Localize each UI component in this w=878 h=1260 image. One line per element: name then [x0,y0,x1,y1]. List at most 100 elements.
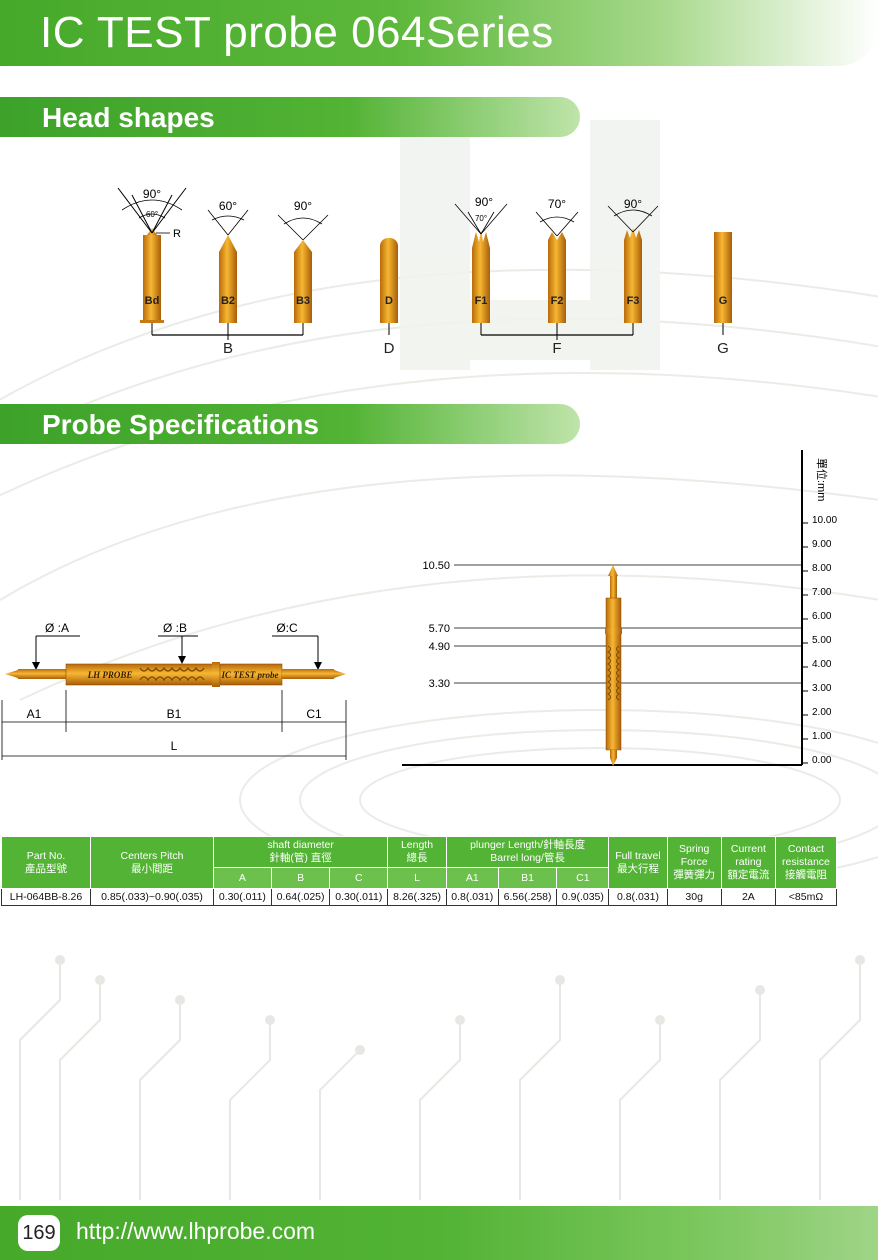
th-length-zh: 總長 [406,852,428,864]
head-code-d: D [385,295,393,307]
head-code-f3: F3 [627,295,640,307]
page-title: IC TEST probe 064Series [40,8,554,57]
th-pitch: Centers Pitch 最小間距 [90,836,214,889]
cell-c1: 0.9(.035) [556,888,610,906]
th-plunger-zh: Barrel long/管長 [490,852,565,864]
th-shaft: shaft diameter 針軸(管) 直徑 [212,836,389,868]
head-f1: 90° 70° F1 [454,195,508,335]
cell-length: 8.26(.325) [387,888,447,906]
group-label-d: D [384,340,395,357]
th-sub-b: B [270,867,331,889]
th-sub-l: L [387,867,447,889]
section-title-head-shapes: Head shapes [42,102,215,133]
dia-label-c: Ø:C [276,621,298,635]
th-spring-en1: Spring [679,843,710,855]
tick-4: 4.00 [812,659,832,670]
bd-angle-60: 60° [146,210,158,219]
head-f2: 70° F2 [535,197,579,335]
tick-7: 7.00 [812,587,832,598]
th-sub-a: A [213,867,272,889]
len-label-a1: A1 [27,707,42,721]
th-current-en2: rating [735,856,762,868]
head-code-b3: B3 [296,295,310,307]
tick-1: 1.00 [812,731,832,742]
th-travel-zh: 最大行程 [616,862,659,875]
th-length-en: Length [400,839,434,851]
section-bar-head-shapes: Head shapes [0,97,580,137]
cell-shaft-b: 0.64(.025) [270,888,331,906]
head-b3: 90° B3 [277,199,329,335]
footer-url-link[interactable]: http://www.lhprobe.com [76,1218,316,1244]
head-g: G [714,232,732,335]
th-current: Current rating 額定電流 [720,836,776,889]
section-title-probe-specs: Probe Specifications [42,409,319,440]
head-code-bd: Bd [145,295,160,307]
th-contact-en1: Contact [787,843,825,855]
tick-9: 9.00 [812,539,832,550]
th-spring-zh: 彈簧彈力 [673,869,716,881]
barrel-text-lh: LH PROBE [87,670,133,680]
bd-radius-label: R [173,228,181,240]
th-spring: Spring Force 彈簧彈力 [666,836,722,889]
mark-10-50: 10.50 [422,560,450,572]
head-b2: 60° B2 [207,199,249,335]
group-label-b: B [223,340,233,357]
th-plunger: plunger Length/針軸長度 Barrel long/管長 [445,836,610,868]
cell-current: 2A [720,888,776,906]
th-contact-en2: resistance [782,856,830,868]
tick-8: 8.00 [812,563,832,574]
len-label-c1: C1 [306,707,322,721]
th-contact: Contact resistance 接觸電阻 [774,836,838,889]
f1-angle-70: 70° [475,214,487,223]
tick-0: 0.00 [812,755,832,766]
head-code-b2: B2 [221,295,235,307]
b3-angle: 90° [294,199,312,213]
cell-travel: 0.8(.031) [608,888,668,906]
spec-table: Part No. 產品型號 Centers Pitch 最小間距 shaft d… [1,836,838,906]
th-sub-c1: C1 [556,867,610,889]
len-label-b1: B1 [167,707,182,721]
th-current-en1: Current [730,843,766,855]
scale-ticks: 10.00 9.00 8.00 7.00 6.00 5.00 4.00 3.00… [802,515,837,766]
page-number: 169 [18,1215,60,1251]
f2-angle: 70° [548,197,566,211]
th-spring-en2: Force [680,856,708,868]
tick-6: 6.00 [812,611,832,622]
b2-angle: 60° [219,199,237,213]
th-pitch-en: Centers Pitch [120,849,184,862]
tick-10: 10.00 [812,515,837,526]
cell-a1: 0.8(.031) [445,888,499,906]
th-shaft-zh: 針軸(管) 直徑 [269,852,332,864]
probe-scale-diagram: 單位:mm 10.00 9.00 8.00 7.00 6.00 5.00 4.0… [402,450,837,766]
section-bar-probe-specs: Probe Specifications [0,404,580,444]
len-label-l: L [171,739,178,753]
head-code-g: G [719,295,728,307]
dia-label-b: Ø :B [163,621,187,635]
cell-spring: 30g [666,888,722,906]
head-code-f2: F2 [551,295,564,307]
head-d: D [380,238,398,335]
dia-label-a: Ø :A [45,621,69,635]
mark-3-30: 3.30 [429,678,450,690]
th-travel: Full travel 最大行程 [608,836,668,889]
f3-angle: 90° [624,197,642,211]
head-bd: 90° 60° R Bd [117,187,187,335]
mark-4-90: 4.90 [429,641,450,653]
f1-angle-90: 90° [475,195,493,209]
th-part-no-en: Part No. [26,849,66,862]
th-sub-c: C [329,867,389,889]
mark-5-70: 5.70 [429,623,450,635]
tick-5: 5.00 [812,635,832,646]
cell-contact: <85mΩ [774,888,838,906]
cell-pitch: 0.85(.033)~0.90(.035) [90,888,214,906]
th-contact-zh: 接觸電阻 [784,869,827,881]
th-part-no-zh: 產品型號 [25,862,67,875]
head-shapes-diagram: 90° 60° R Bd 60° B2 90° B3 D [117,187,732,357]
head-code-f1: F1 [475,295,488,307]
th-length: Length 總長 [387,836,447,868]
table-row: LH-064BB-8.26 0.85(.033)~0.90(.035) 0.30… [1,888,838,906]
title-bar [0,0,878,66]
th-travel-en: Full travel [615,849,661,862]
footer-bar [0,1206,878,1260]
th-sub-b1: B1 [497,867,558,889]
